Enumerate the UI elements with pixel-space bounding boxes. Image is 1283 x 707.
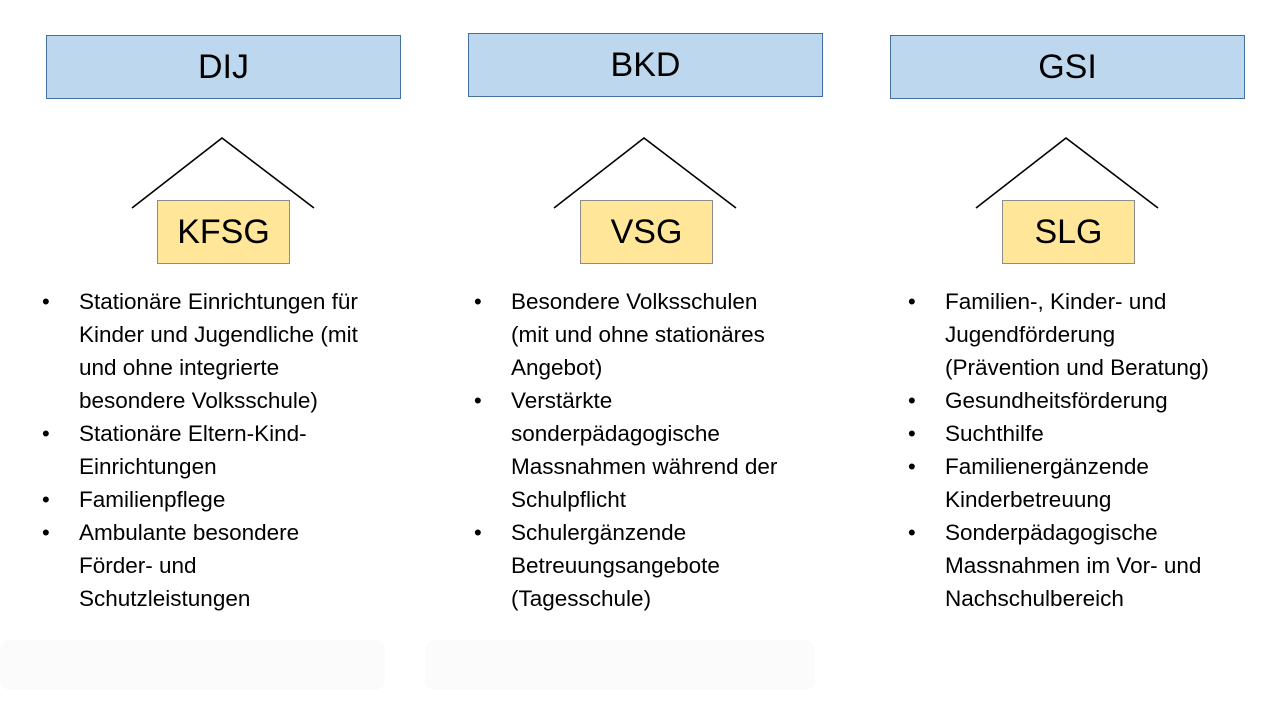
- list-item: Suchthilfe: [908, 417, 1252, 450]
- department-label: DIJ: [198, 48, 249, 86]
- column-gsi: GSI SLG Familien-, Kinder- undJugendförd…: [890, 0, 1246, 707]
- roof-icon: [553, 136, 737, 209]
- list-item: Gesundheitsförderung: [908, 384, 1252, 417]
- service-list: Besondere Volksschulen(mit und ohne stat…: [474, 285, 828, 615]
- list-item: Familien-, Kinder- undJugendförderung(Pr…: [908, 285, 1252, 384]
- department-label: GSI: [1038, 48, 1097, 86]
- law-label: KFSG: [177, 213, 270, 251]
- department-label: BKD: [610, 46, 681, 84]
- column-dij: DIJ KFSG Stationäre Einrichtungen fürKin…: [42, 0, 401, 707]
- service-list: Familien-, Kinder- undJugendförderung(Pr…: [908, 285, 1252, 615]
- department-box-bkd: BKD: [468, 33, 823, 97]
- law-box-vsg: VSG: [580, 200, 713, 264]
- department-box-gsi: GSI: [890, 35, 1245, 99]
- column-bkd: BKD VSG Besondere Volksschulen(mit und o…: [468, 0, 823, 707]
- law-label: VSG: [610, 213, 683, 251]
- law-label: SLG: [1034, 213, 1103, 251]
- department-box-dij: DIJ: [46, 35, 401, 99]
- list-item: Stationäre Eltern-Kind-Einrichtungen: [42, 417, 406, 483]
- roof-icon: [131, 136, 315, 209]
- law-box-slg: SLG: [1002, 200, 1135, 264]
- faded-caption-area: [425, 640, 815, 690]
- list-item: SchulergänzendeBetreuungsangebote(Tagess…: [474, 516, 828, 615]
- law-box-kfsg: KFSG: [157, 200, 290, 264]
- list-item: Familienpflege: [42, 483, 406, 516]
- roof-icon: [975, 136, 1159, 209]
- faded-caption-area: [0, 640, 385, 690]
- list-item: Besondere Volksschulen(mit und ohne stat…: [474, 285, 828, 384]
